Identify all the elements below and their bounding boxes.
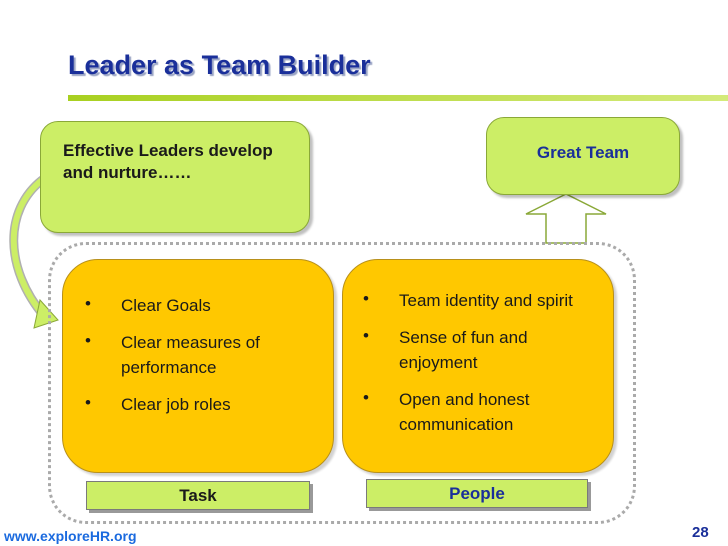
bullet-icon: • [85,294,91,313]
bullet-icon: • [363,326,369,345]
list-item: • Clear job roles [85,392,330,417]
list-item: • Open and honest communication [363,387,603,437]
bullet-text: Clear job roles [121,395,231,414]
task-box: • Clear Goals • Clear measures of performa… [62,259,334,473]
bullet-icon: • [85,393,91,412]
bullet-text: Open and honest communication [399,390,530,434]
effective-leaders-text: Effective Leaders develop and nurture…… [63,141,273,182]
team-dotted-boundary [48,242,636,524]
list-item: • Clear measures of performance [85,330,330,380]
great-team-label: Great Team [536,143,630,162]
task-bullet-list: • Clear Goals • Clear measures of performa… [85,293,330,429]
task-label: Task [86,481,310,510]
list-item: • Clear Goals [85,293,330,318]
bullet-text: Clear Goals [121,296,211,315]
people-label: People [366,479,588,508]
bullet-text: Sense of fun and enjoyment [399,328,528,372]
footer-url-link[interactable]: www.exploreHR.org [4,528,137,544]
bullet-icon: • [363,289,369,308]
up-arrow-icon [525,193,607,244]
bullet-icon: • [85,331,91,350]
great-team-box: Great Team [486,117,680,195]
people-bullet-list: • Team identity and spirit • Sense of fun … [363,288,603,449]
people-box: • Team identity and spirit • Sense of fun … [342,259,614,473]
effective-leaders-box: Effective Leaders develop and nurture…… [40,121,310,233]
page-number: 28 [692,524,709,541]
bullet-icon: • [363,388,369,407]
curved-arrow-fill [10,177,47,319]
bullet-text: Team identity and spirit [399,291,573,310]
slide-title: Leader as Team Builder [68,50,371,80]
list-item: • Sense of fun and enjoyment [363,325,603,375]
bullet-text: Clear measures of performance [121,333,260,377]
title-underline-bar [68,95,728,101]
list-item: • Team identity and spirit [363,288,603,313]
